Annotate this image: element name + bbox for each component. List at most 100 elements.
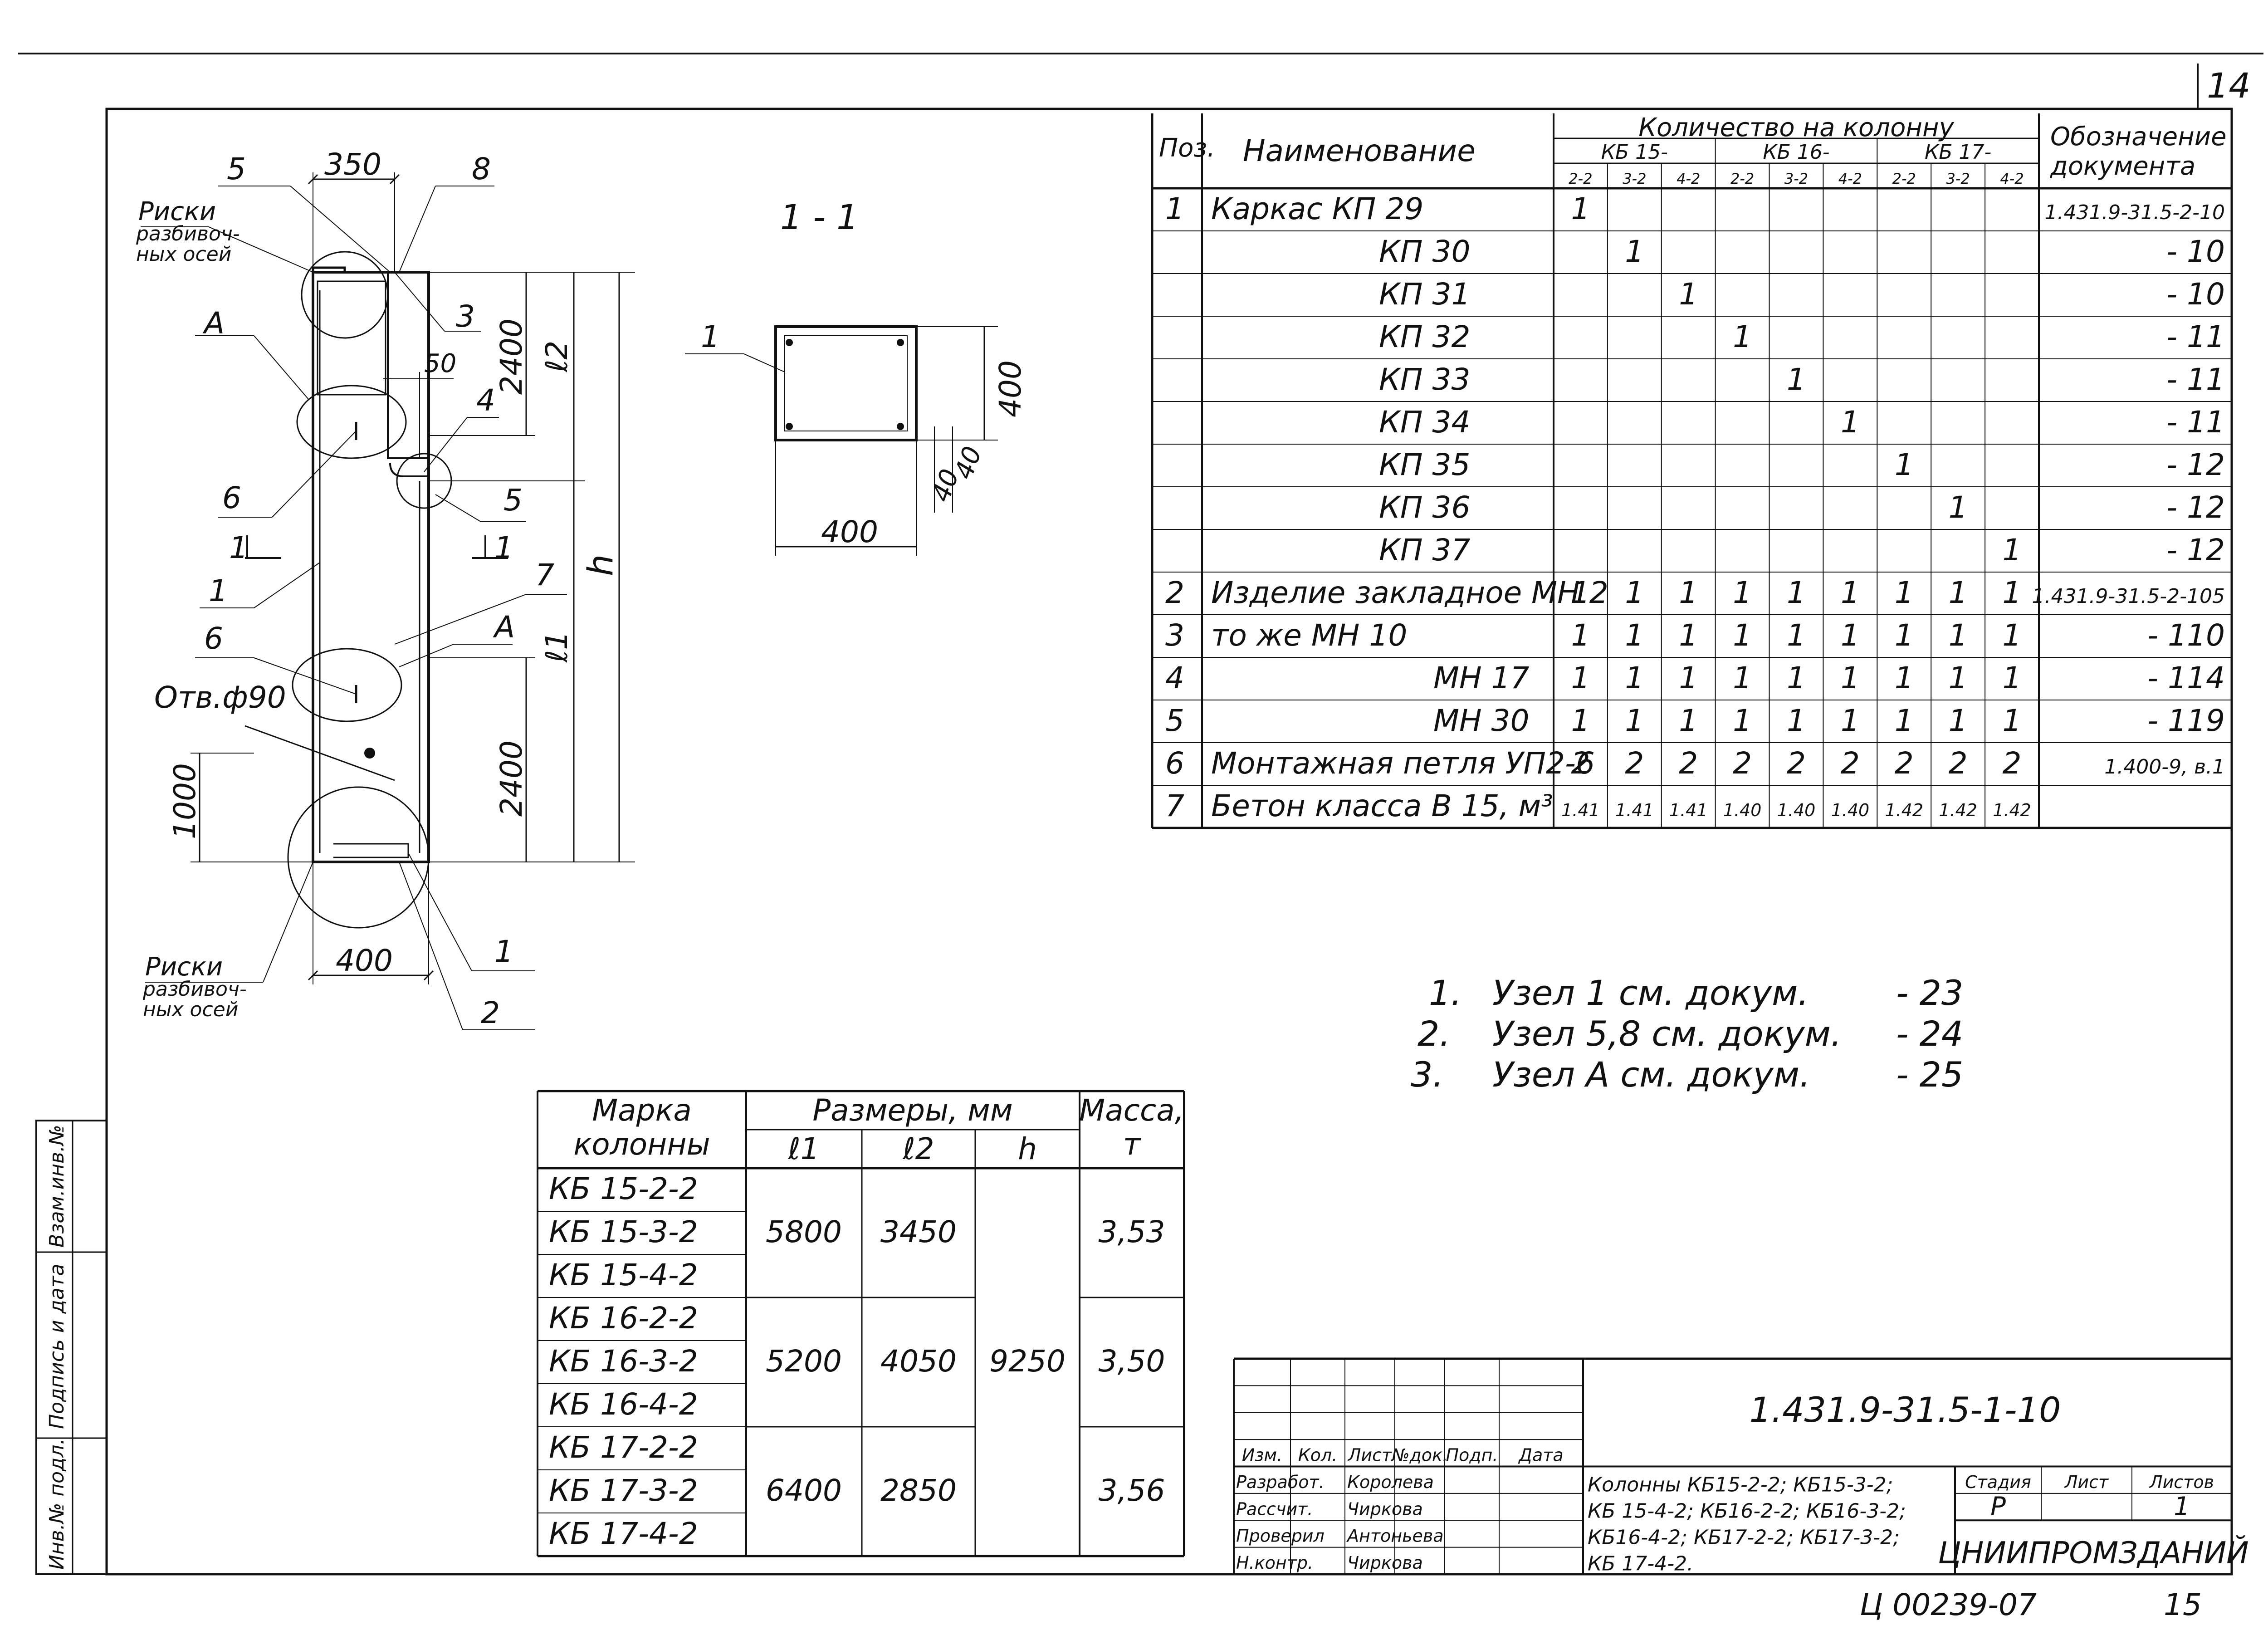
spec-row-qty: 1 — [1895, 447, 1914, 482]
spec-subheader: 3-2 — [1623, 170, 1646, 187]
spec-row-qty: 1 — [1571, 575, 1590, 610]
spec-row-pos: 2 — [1165, 575, 1184, 610]
note-2-ref: - 24 — [1896, 1013, 1963, 1054]
hole-marker — [364, 748, 375, 759]
title-name: Чиркова — [1347, 1553, 1423, 1573]
marks-l1: 5200 — [766, 1344, 842, 1379]
section-leader: 1 — [701, 319, 720, 354]
spec-row-qty: 1 — [2003, 703, 2022, 738]
spec-row-name: Каркас КП 29 — [1211, 191, 1423, 226]
title-sheets-header: Листов — [2149, 1472, 2214, 1492]
sheet-frame: 14 Ц 00239-07 15 — [18, 53, 2263, 1622]
title-stage-header: Стадия — [1965, 1472, 2031, 1492]
title-stage: Р — [1990, 1492, 2006, 1521]
risk-bottom-line1: Риски — [145, 952, 223, 982]
marks-l1: 5800 — [766, 1214, 842, 1249]
spec-row-name: МН 17 — [1433, 661, 1530, 695]
leader-8: 8 — [472, 152, 491, 186]
spec-row-qty: 1 — [1625, 703, 1644, 738]
marks-mass: 3,56 — [1099, 1473, 1165, 1508]
section-1-1: 1 - 1 400 400 40 40 1 — [685, 197, 1028, 556]
spec-row-qty: 1.41 — [1615, 800, 1654, 820]
spec-subheader: 2-2 — [1569, 170, 1592, 187]
spec-subheader: 4-2 — [2000, 170, 2024, 187]
spec-row-qty: 1 — [1949, 703, 1968, 738]
marks-row-mark: КБ 17-2-2 — [549, 1430, 698, 1465]
marks-l1: 6400 — [766, 1473, 842, 1508]
spec-header-doc2: документа — [2050, 152, 2195, 181]
spec-header-name: Наименование — [1243, 133, 1476, 168]
label-l2: ℓ2 — [539, 341, 574, 372]
spec-row-name: КП 35 — [1379, 447, 1470, 482]
spec-subheader: 2-2 — [1730, 170, 1754, 187]
spec-row-qty: 1 — [1787, 703, 1806, 738]
spec-row-doc: - 11 — [2166, 405, 2225, 440]
note-2-text: Узел 5,8 см. докум. — [1492, 1013, 1842, 1054]
spec-group-0: КБ 15- — [1601, 141, 1668, 164]
title-description: КБ 15-4-2; КБ16-2-2; КБ16-3-2; — [1588, 1500, 1906, 1523]
stamp-signature-date: Подпись и дата — [45, 1264, 68, 1429]
cut-mark-left: 1 — [229, 530, 248, 565]
spec-row-qty: 1 — [1841, 703, 1860, 738]
title-sheet: 1 — [2174, 1492, 2190, 1521]
leader-1-mid: 1 — [209, 573, 228, 608]
spec-row-qty: 1 — [1949, 575, 1968, 610]
leader-4: 4 — [476, 383, 495, 418]
spec-row-qty: 1.41 — [1669, 800, 1708, 820]
note-1-ref: - 23 — [1896, 973, 1963, 1013]
marks-mass: 3,53 — [1099, 1214, 1165, 1249]
stamp-inv-podl: Инв.№ подл. — [45, 1438, 68, 1570]
spec-row-qty: 1 — [1733, 618, 1752, 653]
title-col-header: Подп. — [1446, 1445, 1498, 1465]
section-dim-width: 400 — [821, 514, 878, 549]
archive-page: 15 — [2164, 1587, 2202, 1622]
title-org: ЦНИИПРОМЗДАНИЙ — [1938, 1535, 2248, 1571]
spec-row-pos: 3 — [1165, 618, 1184, 653]
spec-row-qty: 2 — [1787, 746, 1806, 781]
cut-mark-right: 1 — [494, 530, 513, 565]
spec-row-qty: 2 — [1841, 746, 1860, 781]
spec-row-qty: 1.42 — [1939, 800, 1977, 820]
spec-row-doc: - 10 — [2166, 234, 2225, 269]
spec-row-qty: 1 — [1571, 661, 1590, 695]
leader-A-top: A — [202, 306, 225, 341]
dim-bottom-width: 400 — [336, 943, 393, 978]
marks-row-mark: КБ 17-3-2 — [549, 1473, 698, 1508]
risk-bottom-line2: разбивоч- — [142, 978, 247, 1001]
spec-row-qty: 1 — [1787, 661, 1806, 695]
leader-5-mid: 5 — [503, 483, 523, 518]
marks-header-l2: ℓ2 — [902, 1131, 934, 1166]
spec-row-qty: 1 — [1895, 618, 1914, 653]
spec-row-name: МН 30 — [1433, 703, 1530, 738]
spec-row-qty: 1 — [1733, 319, 1752, 354]
marks-row-mark: КБ 16-3-2 — [549, 1344, 698, 1379]
risk-top-line3: ных осей — [136, 243, 231, 266]
dim-top-zone: 2400 — [494, 318, 529, 395]
spec-row-qty: 1 — [1625, 575, 1644, 610]
spec-row-qty: 1 — [2003, 533, 2022, 568]
spec-subheader: 4-2 — [1677, 170, 1700, 187]
side-stamp: Инв.№ подл. Подпись и дата Взам.инв.№ — [35, 1120, 108, 1575]
note-2-num: 2. — [1418, 1013, 1451, 1054]
label-h: h — [580, 554, 621, 576]
risk-top-line1: Риски — [138, 197, 216, 226]
spec-header-doc: Обозначение — [2050, 122, 2227, 152]
title-name: Чиркова — [1347, 1499, 1423, 1519]
note-3-num: 3. — [1411, 1054, 1444, 1095]
spec-row-name: Изделие закладное МН 2 — [1211, 575, 1608, 610]
spec-row-qty: 1 — [1571, 703, 1590, 738]
spec-row-pos: 7 — [1165, 788, 1184, 823]
spec-row-qty: 2 — [1733, 746, 1752, 781]
marks-row-mark: КБ 17-4-2 — [549, 1516, 698, 1551]
spec-row-qty: 1.40 — [1777, 800, 1816, 820]
marks-header-mark: Марка — [592, 1093, 692, 1128]
spec-row-qty: 1 — [2003, 661, 2022, 695]
spec-group-1: КБ 16- — [1763, 141, 1829, 164]
spec-row-qty: 1 — [1949, 661, 1968, 695]
spec-row-qty: 1.42 — [1885, 800, 1923, 820]
hole-label: Отв.ф90 — [154, 680, 286, 715]
title-role: Н.контр. — [1236, 1553, 1313, 1573]
title-code: 1.431.9-31.5-1-10 — [1750, 1390, 2061, 1430]
